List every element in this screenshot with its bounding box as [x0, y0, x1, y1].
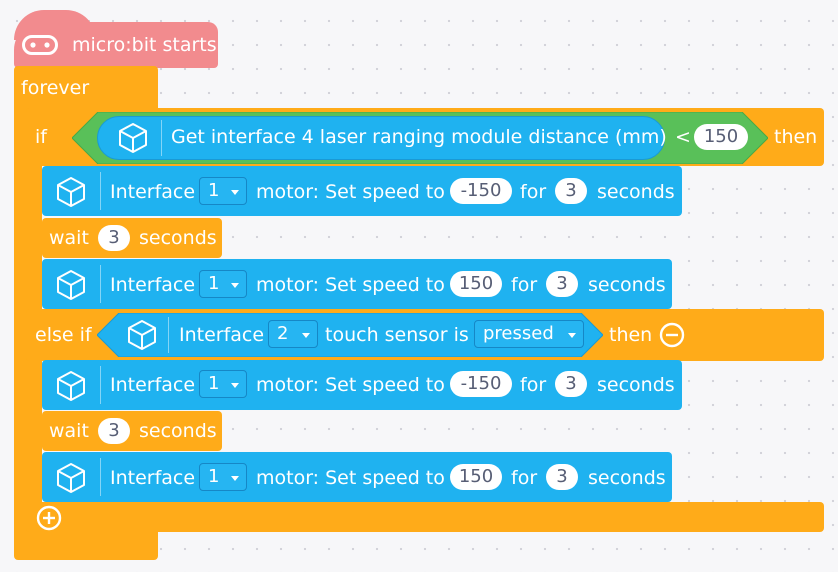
forever-block[interactable] [14, 66, 158, 110]
duration-input[interactable]: 3 [546, 271, 578, 297]
hat-label: micro:bit starts [72, 34, 217, 56]
chevron-down-icon [231, 190, 239, 195]
duration-input[interactable]: 3 [555, 371, 587, 397]
speed-input[interactable]: 150 [450, 464, 502, 490]
for-label: for [520, 374, 547, 396]
forever-label: forever [21, 77, 90, 99]
chevron-down-icon [231, 383, 239, 388]
reporter-divider [168, 317, 169, 353]
cube-icon [56, 176, 86, 208]
laser-distance-reporter[interactable] [97, 116, 665, 160]
cube-icon [118, 122, 148, 154]
motor-action-label: motor: Set speed to [256, 467, 445, 489]
plus-circle-icon[interactable] [36, 505, 62, 531]
duration-input[interactable]: 3 [555, 178, 587, 204]
cube-icon [56, 269, 86, 301]
interface-label: Interface [110, 374, 196, 396]
cube-icon [127, 319, 157, 351]
wait-seconds-label: seconds [139, 420, 217, 442]
microbit-icon [22, 35, 58, 55]
for-label: for [520, 181, 547, 203]
port-value: 2 [277, 323, 289, 344]
minus-circle-icon[interactable] [659, 322, 685, 348]
chevron-down-icon [568, 333, 576, 338]
for-label: for [511, 274, 538, 296]
forever-bottom [14, 532, 158, 560]
cube-icon [56, 462, 86, 494]
for-label: for [511, 467, 538, 489]
port-dropdown[interactable]: 2 [268, 320, 318, 348]
motor-action-label: motor: Set speed to [256, 274, 445, 296]
interface-label: Interface [110, 181, 196, 203]
block-divider [100, 366, 101, 404]
speed-input[interactable]: 150 [450, 271, 502, 297]
wait-duration-input[interactable]: 3 [98, 418, 130, 444]
else-if-then-label: then [609, 324, 653, 346]
wait-label: wait [49, 420, 89, 442]
reporter-divider [161, 120, 162, 156]
port-dropdown[interactable]: 1 [199, 177, 247, 205]
seconds-label: seconds [597, 181, 675, 203]
port-dropdown[interactable]: 1 [199, 270, 247, 298]
else-if-label: else if [35, 324, 92, 346]
wait-duration-input[interactable]: 3 [98, 225, 130, 251]
if-then-label: then [774, 126, 818, 148]
seconds-label: seconds [588, 274, 666, 296]
seconds-label: seconds [588, 467, 666, 489]
threshold-input[interactable]: 150 [694, 124, 748, 150]
state-dropdown[interactable]: pressed [474, 320, 584, 348]
laser-distance-label: Get interface 4 laser ranging module dis… [171, 126, 667, 148]
motor-action-label: motor: Set speed to [256, 181, 445, 203]
motor-action-label: motor: Set speed to [256, 374, 445, 396]
port-dropdown[interactable]: 1 [199, 370, 247, 398]
duration-input[interactable]: 3 [546, 464, 578, 490]
interface-label: Interface [110, 467, 196, 489]
hat-cap [14, 10, 96, 40]
port-value: 1 [208, 466, 220, 487]
port-dropdown[interactable]: 1 [199, 463, 247, 491]
wait-block[interactable] [42, 411, 222, 451]
interface-label: Interface [110, 274, 196, 296]
cube-icon [56, 370, 86, 402]
if-bottom [26, 502, 824, 532]
interface-label: Interface [179, 324, 265, 346]
port-value: 1 [208, 180, 220, 201]
touch-sensor-label: touch sensor is [325, 324, 469, 346]
block-divider [100, 172, 101, 210]
wait-seconds-label: seconds [139, 227, 217, 249]
port-value: 1 [208, 373, 220, 394]
block-divider [100, 265, 101, 303]
chevron-down-icon [231, 476, 239, 481]
speed-input[interactable]: -150 [450, 178, 512, 204]
chevron-down-icon [302, 333, 310, 338]
block-divider [100, 458, 101, 496]
less-than-symbol: < [675, 126, 691, 148]
speed-input[interactable]: -150 [450, 371, 512, 397]
chevron-down-icon [231, 283, 239, 288]
if-label: if [35, 126, 47, 148]
wait-label: wait [49, 227, 89, 249]
state-value: pressed [483, 323, 554, 344]
wait-block[interactable] [42, 218, 222, 258]
port-value: 1 [208, 273, 220, 294]
seconds-label: seconds [597, 374, 675, 396]
